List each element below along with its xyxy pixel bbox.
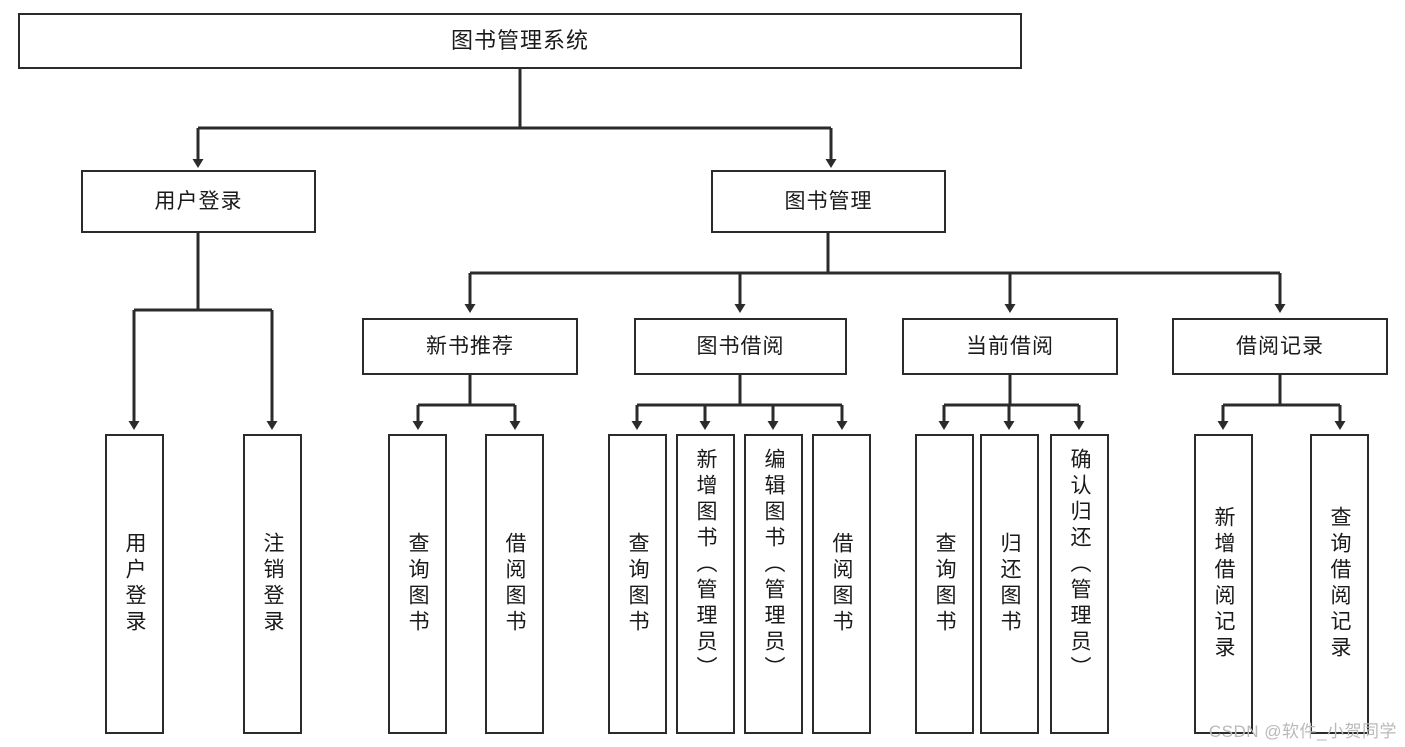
node-label: 用户登录 — [154, 189, 243, 213]
leaf-book-borrow-borrow-book[interactable]: 借阅图书 — [812, 434, 871, 734]
node-label: 借阅图书 — [503, 532, 526, 636]
node-book-borrow[interactable]: 图书借阅 — [634, 318, 847, 375]
node-current-borrow[interactable]: 当前借阅 — [902, 318, 1118, 375]
leaf-new-book-query-book[interactable]: 查询图书 — [388, 434, 447, 734]
leaf-book-borrow-query-book[interactable]: 查询图书 — [608, 434, 667, 734]
leaf-borrow-record-query-record[interactable]: 查询借阅记录 — [1310, 434, 1369, 734]
node-user-login[interactable]: 用户登录 — [81, 170, 316, 233]
node-label: 新增图书（管理员） — [694, 448, 717, 682]
leaf-current-borrow-query-book[interactable]: 查询图书 — [915, 434, 974, 734]
node-new-book-recommend[interactable]: 新书推荐 — [362, 318, 578, 375]
node-label: 图书借阅 — [696, 334, 785, 358]
node-label: 查询借阅记录 — [1328, 506, 1351, 662]
node-label: 新书推荐 — [426, 334, 514, 358]
leaf-borrow-record-add-record[interactable]: 新增借阅记录 — [1194, 434, 1253, 734]
node-label: 借阅图书 — [830, 532, 853, 636]
leaf-user-login-logout[interactable]: 注销登录 — [243, 434, 302, 734]
node-label: 图书管理系统 — [450, 27, 589, 53]
node-label: 确认归还（管理员） — [1068, 448, 1091, 682]
csdn-watermark: CSDN @软件_小贺同学 — [1208, 722, 1397, 741]
node-label: 用户登录 — [123, 532, 146, 636]
node-borrow-record[interactable]: 借阅记录 — [1172, 318, 1388, 375]
node-label: 新增借阅记录 — [1212, 506, 1235, 662]
leaf-user-login-login[interactable]: 用户登录 — [105, 434, 164, 734]
leaf-book-borrow-add-book-admin[interactable]: 新增图书（管理员） — [676, 434, 735, 734]
node-label: 当前借阅 — [966, 334, 1054, 358]
node-label: 查询图书 — [626, 532, 649, 636]
node-book-management[interactable]: 图书管理 — [711, 170, 946, 233]
node-label: 编辑图书（管理员） — [762, 448, 785, 682]
node-label: 查询图书 — [933, 532, 956, 636]
node-label: 注销登录 — [261, 532, 284, 636]
node-root-book-management-system[interactable]: 图书管理系统 — [18, 13, 1022, 69]
leaf-current-borrow-return-book[interactable]: 归还图书 — [980, 434, 1039, 734]
leaf-current-borrow-confirm-return-admin[interactable]: 确认归还（管理员） — [1050, 434, 1109, 734]
node-label: 借阅记录 — [1236, 334, 1324, 358]
node-label: 查询图书 — [406, 532, 429, 636]
node-label: 图书管理 — [784, 189, 873, 213]
node-label: 归还图书 — [998, 532, 1021, 636]
leaf-book-borrow-edit-book-admin[interactable]: 编辑图书（管理员） — [744, 434, 803, 734]
leaf-new-book-borrow-book[interactable]: 借阅图书 — [485, 434, 544, 734]
